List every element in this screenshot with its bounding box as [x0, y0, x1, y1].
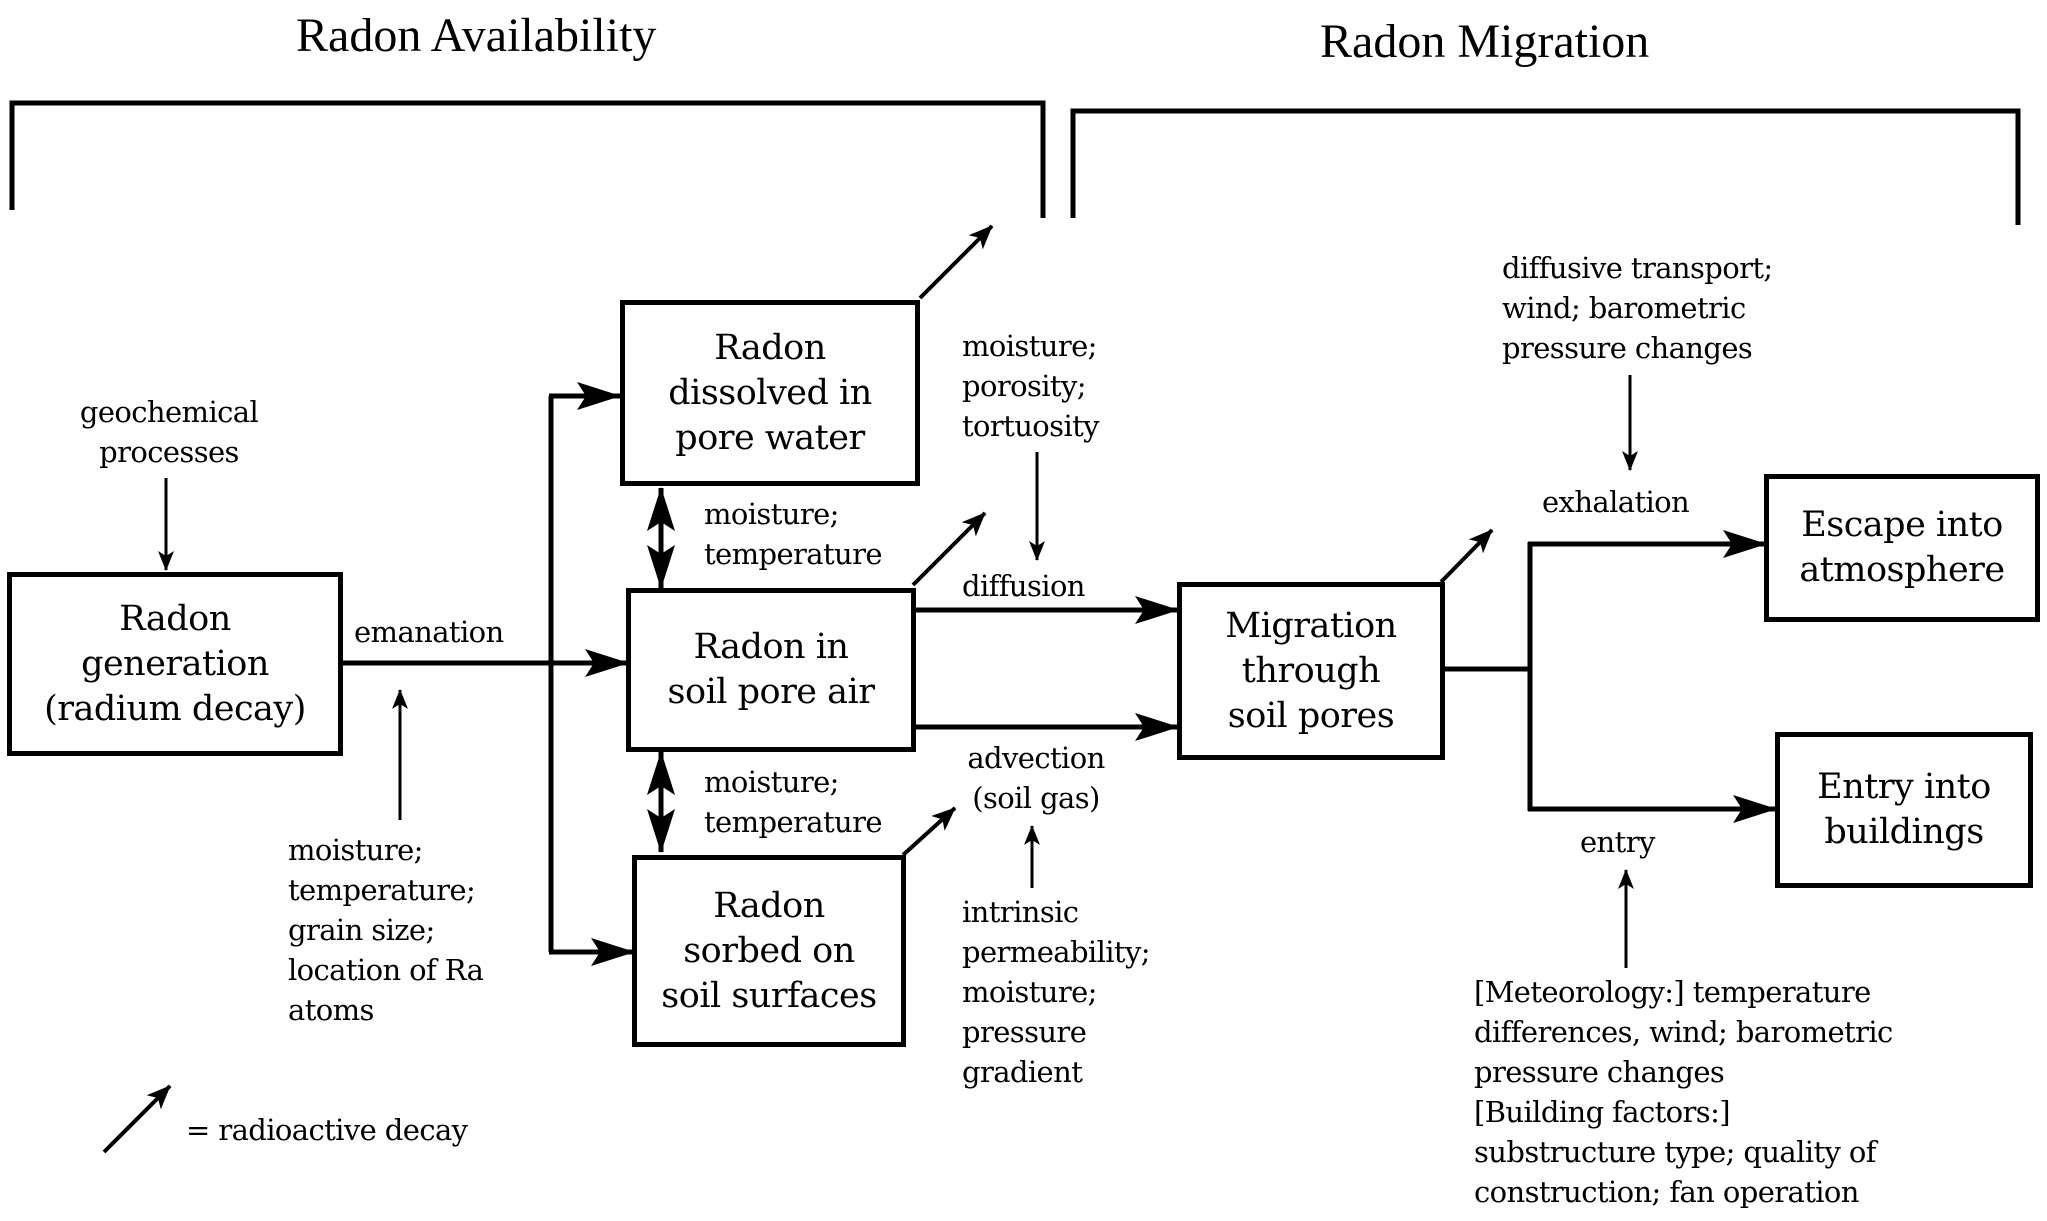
migration-bracket	[1070, 108, 2021, 225]
decay-legend-arrow	[102, 1084, 172, 1154]
geochemical-processes-label: geochemical processes	[79, 395, 259, 469]
radon-dissolved-label: Radon dissolved in pore water	[668, 327, 872, 458]
decay-arrow-migration	[1439, 528, 1494, 584]
radon-pore-air-box: Radon in soil pore air	[626, 588, 916, 752]
entry-buildings-label: Entry into buildings	[1817, 767, 1991, 852]
radon-generation-label: Radon generation (radium decay)	[44, 598, 306, 729]
escape-atmosphere-box: Escape into atmosphere	[1764, 474, 2040, 622]
entry-factors-label: [Meteorology:] temperature differences, …	[1474, 975, 1893, 1209]
radon-sorbed-box: Radon sorbed on soil surfaces	[632, 855, 906, 1047]
advection-factors-label: intrinsic permeability; moisture; pressu…	[962, 895, 1151, 1089]
radon-sorbed-label: Radon sorbed on soil surfaces	[661, 885, 877, 1016]
radon-availability-title: Radon Availability	[296, 9, 657, 62]
decay-arrow-pore-air	[911, 511, 987, 587]
radon-migration-title: Radon Migration	[1320, 15, 1650, 68]
entry-label: entry	[1580, 825, 1655, 859]
radon-pore-air-label: Radon in soil pore air	[667, 627, 875, 712]
air-sorbed-factors-label: moisture; temperature	[704, 765, 883, 839]
emanation-label: emanation	[354, 615, 504, 649]
diffusion-factors-label: moisture; porosity; tortuosity	[962, 329, 1100, 443]
radon-dissolved-box: Radon dissolved in pore water	[620, 300, 920, 486]
diffusion-label: diffusion	[962, 569, 1085, 603]
availability-bracket	[9, 100, 1046, 218]
migration-box: Migration through soil pores	[1177, 582, 1445, 760]
water-air-factors-label: moisture; temperature	[704, 497, 883, 571]
exhalation-label: exhalation	[1542, 485, 1690, 519]
escape-atmosphere-label: Escape into atmosphere	[1799, 505, 2005, 590]
radioactive-decay-legend-label: = radioactive decay	[186, 1113, 468, 1147]
decay-arrow-sorbed	[901, 806, 957, 857]
decay-arrow-dissolved	[918, 224, 994, 300]
entry-buildings-box: Entry into buildings	[1775, 732, 2033, 888]
radon-generation-box: Radon generation (radium decay)	[7, 572, 343, 756]
exhalation-factors-label: diffusive transport; wind; barometric pr…	[1502, 251, 1773, 365]
emanation-factors-label: moisture; temperature; grain size; locat…	[288, 833, 484, 1027]
advection-label: advection (soil gas)	[967, 741, 1105, 815]
migration-label: Migration through soil pores	[1225, 605, 1397, 736]
